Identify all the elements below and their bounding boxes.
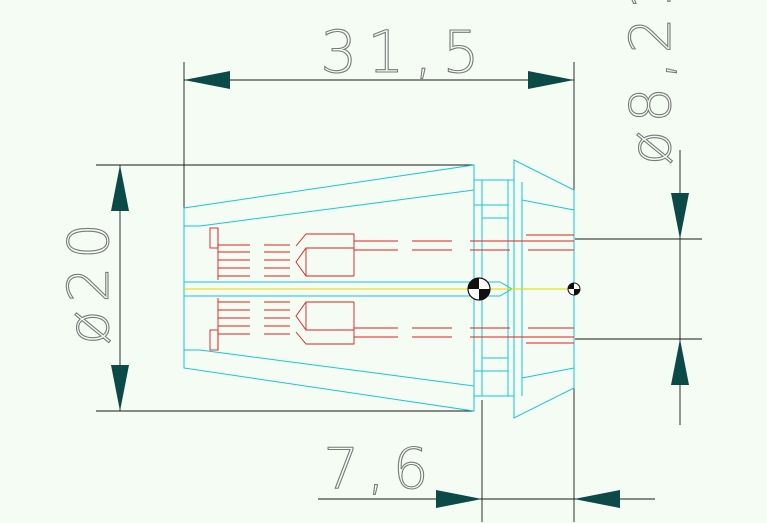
arrowhead-bottom (111, 365, 129, 411)
center-of-mass-marker-large (467, 277, 491, 301)
arrowhead-lower (671, 339, 689, 385)
extension-lines (96, 62, 702, 522)
arrowhead-top (111, 165, 129, 211)
dim-label-outer-diameter: ø20 (57, 215, 122, 345)
dim-label-nose-length: 7,6 (323, 437, 436, 502)
arrowhead-right (528, 71, 574, 89)
arrowhead-left-outside (436, 490, 482, 508)
dimension-nose-length: 7,6 (318, 436, 655, 508)
dim-label-overall-length: 31,5 (320, 18, 489, 86)
dimension-bore-diameter: ø8,21 (618, 0, 689, 425)
arrowhead-left (184, 71, 230, 89)
dim-label-bore-diameter: ø8,21 (619, 0, 684, 165)
dimension-outer-diameter: ø20 (56, 165, 129, 411)
hidden-slot-lines (209, 227, 574, 351)
arrowhead-upper (671, 193, 689, 239)
center-of-mass-marker-small (567, 282, 581, 296)
dimension-overall-length: 31,5 (184, 17, 574, 89)
collet-outline (183, 159, 575, 419)
arrowhead-right-outside (574, 490, 620, 508)
